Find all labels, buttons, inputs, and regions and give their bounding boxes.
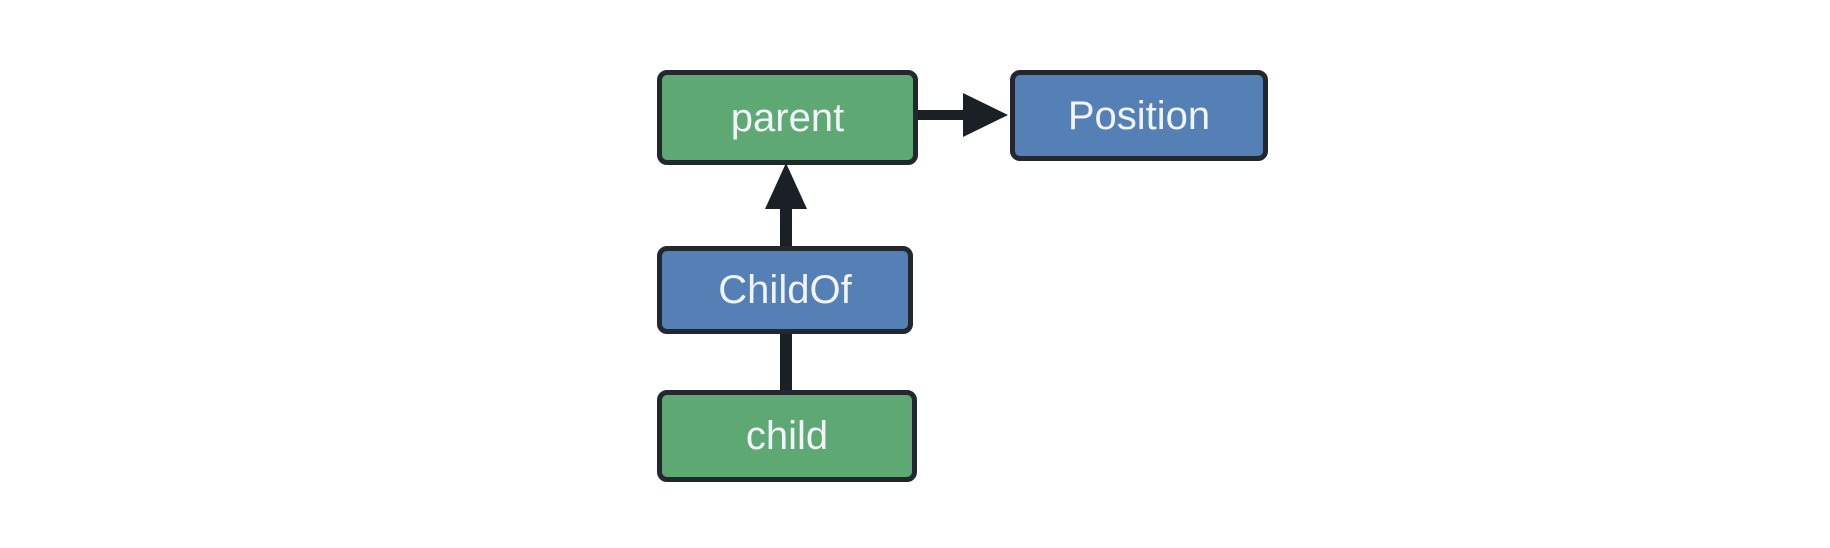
- node-parent: parent: [657, 70, 918, 165]
- edge-childof-to-parent-arrow: [765, 163, 807, 247]
- node-childof: ChildOf: [657, 246, 913, 334]
- node-position-label: Position: [1067, 93, 1211, 138]
- edge-parent-to-position-arrow: [916, 93, 1008, 137]
- edge-child-to-childof-line: [780, 333, 792, 391]
- node-parent-label: parent: [730, 95, 845, 140]
- node-position: Position: [1010, 70, 1268, 161]
- node-child-label: child: [745, 414, 829, 458]
- node-childof-label: ChildOf: [718, 268, 852, 312]
- node-child: child: [657, 390, 917, 482]
